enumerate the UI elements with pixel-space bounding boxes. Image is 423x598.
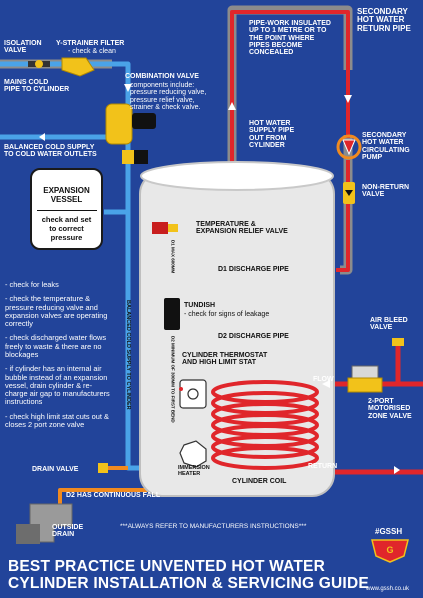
immersion-heater: [179, 440, 207, 468]
cylinder-coil: [211, 380, 319, 470]
check-valve-yellow: [122, 150, 134, 164]
secondary-return-pipe: [336, 160, 350, 272]
expansion-vessel-divider: [36, 210, 97, 212]
logo-shield: [371, 539, 409, 563]
label-isolation-valve: ISOLATION VALVE: [4, 40, 42, 55]
thermostat-box: [179, 379, 207, 409]
label-d2-fall: D2 HAS CONTINUOUS FALL: [66, 492, 161, 499]
checklist-item: - check for leaks: [5, 280, 59, 289]
label-temp-relief: TEMPERATURE & EXPANSION RELIEF VALVE: [196, 221, 288, 236]
website: www.gssh.co.uk: [366, 586, 410, 592]
checklist-item: - check the temperature & pressure reduc…: [5, 294, 108, 329]
label-drain-valve: DRAIN VALVE: [32, 466, 79, 473]
logo-letter: G: [386, 545, 393, 555]
label-y-strainer-note: - check & clean: [68, 48, 116, 55]
label-secondary-pump: SECONDARY HOT WATER CIRCULATING PUMP: [362, 132, 410, 162]
title-line-1: BEST PRACTICE UNVENTED HOT WATER: [8, 558, 325, 575]
combination-valve-cap: [132, 113, 156, 129]
drain-valve: [98, 463, 108, 473]
label-return: RETURN: [308, 463, 338, 470]
drain-grate: [16, 524, 40, 544]
label-pipework-insulated: PIPE-WORK INSULATED UP TO 1 METRE OR TO …: [249, 20, 331, 57]
expansion-vessel: EXPANSION VESSEL check and set to correc…: [30, 168, 103, 250]
label-balanced-cold-outlets: BALANCED COLD SUPPLY TO COLD WATER OUTLE…: [4, 144, 97, 159]
flow-arrows: [228, 95, 400, 474]
hot-supply-pipe: [230, 10, 350, 170]
zone-valve-actuator: [351, 365, 379, 379]
label-cylinder-coil: CYLINDER COIL: [232, 478, 287, 485]
thermostat-dial: [187, 388, 199, 400]
coil-turn: [211, 446, 319, 470]
title-line-2: CYLINDER INSTALLATION & SERVICING GUIDE: [8, 575, 369, 592]
air-bleed-valve: [392, 338, 404, 346]
label-flow: FLOW: [313, 376, 334, 383]
checklist-item: - check discharged water flows freely to…: [5, 333, 107, 359]
circulating-pump: [342, 139, 356, 156]
cold-arrow-3: [39, 133, 45, 141]
maintenance-checklist: - check for leaks - check the temperatur…: [5, 280, 113, 435]
zone-valve-body: [347, 377, 383, 393]
y-strainer: [61, 57, 95, 77]
expansion-vessel-title: EXPANSION VESSEL: [43, 186, 90, 205]
hashtag: #GSSH: [375, 527, 403, 536]
label-hot-supply: HOT WATER SUPPLY PIPE OUT FROM CYLINDER: [249, 120, 295, 150]
circulating-pump-ring: [336, 134, 362, 160]
immersion-heater-cap: [179, 440, 207, 468]
cold-arrow-2: [124, 84, 132, 92]
tundish: [164, 298, 180, 330]
label-d1-pipe: D1 DISCHARGE PIPE: [218, 266, 289, 273]
return-arrow-down: [344, 95, 352, 103]
thermostat: [179, 379, 207, 409]
checklist-item: - check high limit stat cuts out & close…: [5, 411, 109, 429]
non-return-valve-arrow: [345, 190, 353, 196]
label-air-bleed: AIR BLEED VALVE: [370, 317, 408, 332]
temperature-relief-valve-body: [168, 224, 178, 232]
label-immersion: IMMERSION HEATER: [178, 465, 210, 477]
label-mains-cold: MAINS COLD PIPE TO CYLINDER: [4, 79, 70, 94]
label-thermostat: CYLINDER THERMOSTAT AND HIGH LIMIT STAT: [182, 352, 268, 367]
label-vertical-balanced: BALANCED COLD SUPPLY TO CYLINDER: [124, 300, 131, 410]
label-zone-valve: 2-PORT MOTORISED ZONE VALVE: [368, 398, 412, 420]
return-arrow: [394, 466, 400, 474]
cylinder-top: [140, 161, 334, 191]
label-d2-pipe: D2 DISCHARGE PIPE: [218, 333, 289, 340]
checklist-item: - if cylinder has an internal air bubble…: [5, 364, 110, 407]
outside-drain: [16, 503, 73, 544]
fittings: [28, 57, 404, 473]
thermostat-indicator: [179, 387, 183, 391]
expansion-vessel-note: check and set to correct pressure: [41, 215, 92, 242]
gssh-logo: G: [371, 539, 409, 563]
label-outside-drain: OUTSIDE DRAIN: [52, 524, 84, 539]
flow-arrow: [322, 380, 330, 388]
coil-turn: [211, 435, 319, 459]
temperature-relief-valve: [152, 222, 168, 234]
label-vertical-d2: D2 MINIMUM OF 300mm TO FIRST BEND: [170, 336, 176, 423]
label-tundish: TUNDISH: [184, 302, 216, 309]
hot-arrow-up: [228, 102, 236, 110]
label-vertical-d1: D1 MAX 600mm: [170, 240, 176, 274]
label-secondary-return: SECONDARY HOT WATER RETURN PIPE: [357, 7, 411, 33]
isolation-valve-handle: [35, 60, 43, 68]
combination-valve: [105, 103, 133, 145]
label-tundish-note: - check for signs of leakage: [184, 311, 270, 318]
label-combination-valve: COMBINATION VALVE: [125, 73, 199, 80]
label-y-strainer: Y-STRAINER FILTER: [56, 40, 125, 47]
label-combination-desc: components include: pressure reducing va…: [130, 82, 207, 112]
label-refer: ***ALWAYS REFER TO MANUFACTURERS INSTRUC…: [120, 523, 307, 530]
label-non-return: NON-RETURN VALVE: [362, 184, 410, 199]
check-valve-black: [134, 150, 148, 164]
